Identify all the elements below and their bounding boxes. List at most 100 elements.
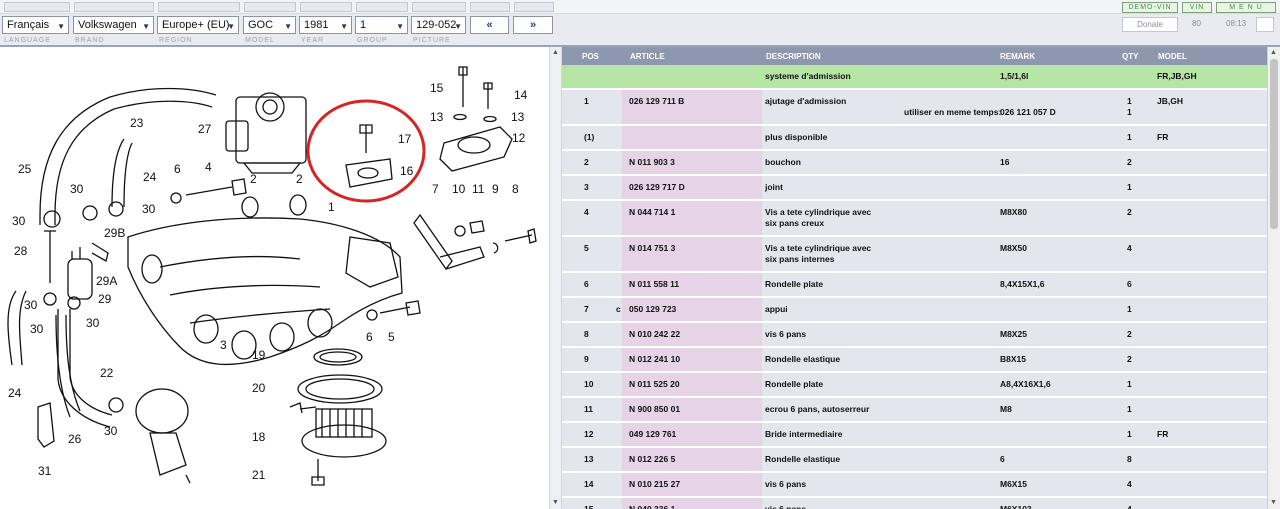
cell-pos: 2 [584,157,589,167]
menu-button[interactable]: M E N U [1216,2,1276,13]
tab-stub[interactable] [470,2,510,12]
cell-description: Bride intermediaire [765,429,843,439]
year-select[interactable]: 1981▼ [299,16,352,34]
label-13: 13 [430,110,444,124]
label-6: 6 [174,162,181,176]
group-caption: GROUP [357,37,388,44]
tab-stub[interactable] [4,2,70,12]
label-1: 1 [328,200,335,214]
demo-vin-button[interactable]: DEMO-VIN [1122,2,1178,13]
tab-stub[interactable] [356,2,408,12]
article-cell-bg [622,151,762,174]
tab-stub[interactable] [412,2,466,12]
label-28: 28 [14,244,28,258]
cell-remark: M8X80 [1000,207,1027,217]
language-select[interactable]: Français▼ [2,16,69,34]
cell-article: 049 129 761 [629,429,677,439]
scroll-down-icon[interactable]: ▼ [1270,499,1277,506]
year-caption: YEAR [301,37,325,44]
chevron-down-icon: ▼ [284,22,292,31]
tab-stub[interactable] [74,2,154,12]
cell-description: plus disponible [765,132,828,142]
brand-select[interactable]: Volkswagen▼ [73,16,154,34]
article-cell-bg [622,423,762,446]
scroll-thumb[interactable] [1270,59,1278,229]
cell-description: Vis a tete cylindrique avec [765,207,872,217]
cell-article: N 011 903 3 [629,157,675,167]
cell-pos: 1 [584,96,589,106]
tab-stub[interactable] [514,2,554,12]
label-2: 2 [250,172,257,186]
label-24: 24 [143,170,157,184]
bolt-8 [504,228,537,244]
cell-model: FR [1157,132,1169,142]
chevron-down-icon: ▼ [454,22,462,31]
tab-stub[interactable] [300,2,352,12]
cell-pos: 14 [584,479,594,489]
cell-description-line2: six pans internes [765,254,835,264]
cell-description: vis 6 pans [765,329,807,339]
picture-select[interactable]: 129-052▼ [411,16,466,34]
tab-stub[interactable] [158,2,240,12]
label-13b: 13 [511,110,525,124]
label-6b: 6 [366,330,373,344]
cell-description-line2: six pans creux [765,218,825,228]
label-29a: 29A [96,274,117,288]
region-select[interactable]: Europe+ (EU)▼ [157,16,239,34]
label-9: 9 [492,182,499,196]
cell-description: Rondelle elastique [765,354,841,364]
group-select[interactable]: 1▼ [355,16,408,34]
tab-stub[interactable] [244,2,296,12]
cell-qty: 1 [1127,429,1132,439]
prev-picture-button[interactable]: « [470,16,509,34]
donate-button[interactable]: Donate [1122,17,1178,32]
chevron-down-icon: ▼ [57,22,65,31]
next-picture-button[interactable]: » [513,16,553,34]
cell-pos: 5 [584,243,589,253]
cell-article: N 011 525 20 [629,379,680,389]
cell-pos: 11 [584,404,593,414]
model-caption: MODEL [245,37,275,44]
label-7: 7 [432,182,439,196]
vin-button[interactable]: VIN [1182,2,1212,13]
table-header: POS ARTICLE DESCRIPTION REMARK QTY MODEL [562,47,1267,65]
cell-qty: 1 [1127,182,1132,192]
model-select[interactable]: GOC▼ [243,16,296,34]
label-26: 26 [68,432,82,446]
bolt-21 [311,459,325,486]
table-scrollbar[interactable]: ▲ ▼ [1267,47,1280,509]
cell-article: N 012 226 5 [629,454,676,464]
option-box[interactable] [1256,17,1274,32]
bolt-5 [379,300,421,316]
cell-article: 026 129 711 B [629,96,685,106]
scroll-up-icon[interactable]: ▲ [552,49,559,56]
scroll-up-icon[interactable]: ▲ [1270,49,1277,56]
fuel-pump [135,388,189,434]
label-30e: 30 [30,322,44,336]
exploded-parts-diagram: 15 14 13 13 12 17 16 27 23 25 24 6 4 2 2… [0,47,549,509]
diagram-scrollbar[interactable]: ▲ ▼ [549,47,562,509]
cell-pos: 15 [584,504,594,509]
parts-table: POS ARTICLE DESCRIPTION REMARK QTY MODEL… [562,47,1267,509]
label-23: 23 [130,116,144,130]
cell-article: 026 129 717 D [629,182,685,192]
cell-article: N 010 242 22 [629,329,681,339]
scroll-down-icon[interactable]: ▼ [552,499,559,506]
